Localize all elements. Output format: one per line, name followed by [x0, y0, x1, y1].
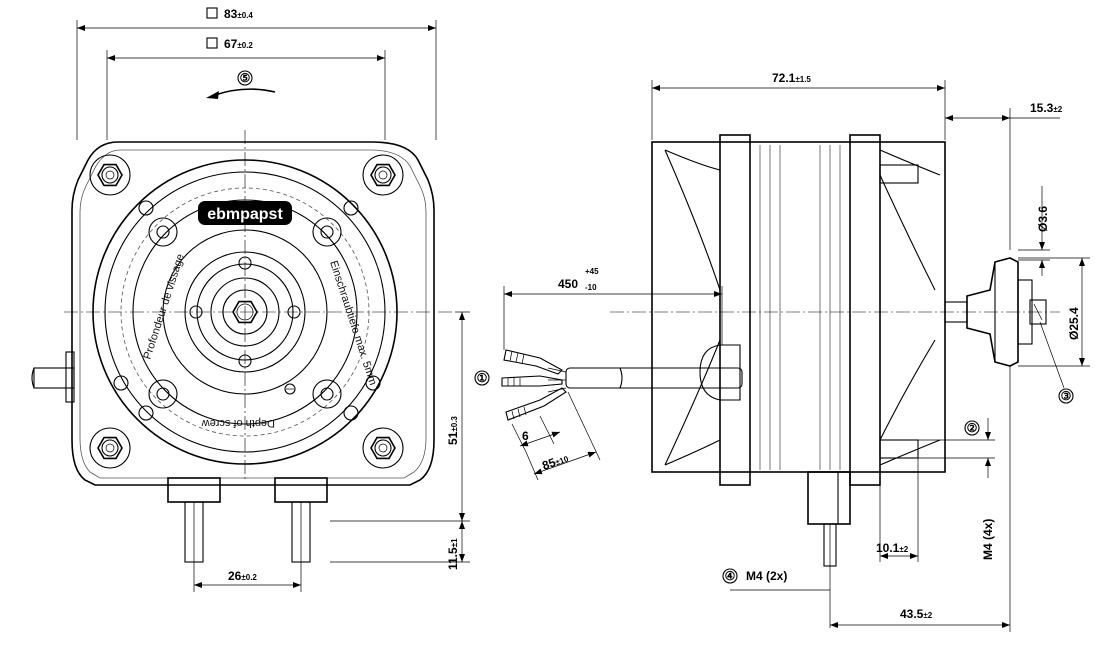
dim-inner-square-tol: ±0.2	[237, 41, 253, 50]
hole-small-1	[138, 200, 154, 216]
wire-ends	[501, 349, 567, 421]
mounting-plate	[71, 141, 435, 486]
corner-nut-bl	[89, 427, 131, 469]
dim-pin-length-tol: ±1	[450, 538, 459, 547]
dim-cable-length-tol-upper: +45	[585, 267, 599, 276]
corner-nut-tr	[362, 154, 404, 196]
dim-height-center: 51±0.3	[330, 311, 470, 522]
arc-text-en: Depth of screw	[202, 417, 275, 429]
callout-3-label: ③	[1061, 389, 1072, 403]
dim-shaft-diameter: Ø3.6	[1018, 186, 1050, 276]
arc-texts: Profondeur de vissage Einschraubtiefe ma…	[141, 253, 378, 429]
thread-bottom: ④ M4 (2x)	[722, 566, 831, 628]
boss-tl	[148, 217, 178, 247]
dim-flange-diameter: Ø25.4	[1018, 257, 1090, 367]
dim-height-tol: ±0.3	[450, 416, 459, 432]
dim-body-length-value: 72.1	[772, 71, 796, 85]
arc-text-fr: Profondeur de vissage	[141, 253, 186, 361]
dim-mount-offset: 43.5±2	[830, 366, 1011, 632]
dim-outer-square-tol: ±0.4	[237, 11, 253, 20]
brand-logo-text: ebmpapst	[207, 206, 283, 223]
connector-pins	[167, 477, 328, 563]
dim-shaft-length-value: 15.3	[1030, 101, 1054, 115]
dim-shaft-diameter-value: Ø3.6	[1036, 206, 1050, 232]
hole-small-5	[138, 405, 154, 421]
dim-body-length: 72.1±1.5	[651, 71, 946, 140]
ground-symbol-icon	[284, 383, 296, 395]
dim-inner-square-value: 67	[224, 37, 238, 51]
callout-4-label: ④	[725, 569, 736, 583]
brand-logo-plate: ebmpapst	[198, 201, 292, 225]
hole-small-6	[343, 405, 359, 421]
dim-wire-length-tol: ±10	[554, 454, 570, 467]
hole-small-4	[365, 375, 381, 391]
cable-grommet	[699, 344, 741, 401]
svg-text:67±0.2: 67±0.2	[224, 37, 253, 51]
dim-wire-strip: 6	[511, 415, 561, 453]
rotation-callout-label: ⑤	[240, 71, 251, 85]
callout-2: ②	[918, 418, 995, 478]
dim-body-length-tol: ±1.5	[795, 75, 811, 84]
dim-pin-length-value: 11.5	[446, 547, 460, 570]
dim-outer-square: 83±0.4	[76, 7, 437, 140]
svg-text:85±10: 85±10	[540, 450, 570, 472]
svg-text:26±0.2: 26±0.2	[228, 569, 257, 583]
dim-pin-spacing-tol: ±0.2	[241, 573, 257, 582]
svg-text:72.1±1.5: 72.1±1.5	[772, 71, 811, 85]
dim-wire-strip-value: 6	[522, 429, 529, 443]
dim-cable-length-tol-lower: -10	[585, 283, 597, 292]
corner-nut-br	[362, 427, 404, 469]
svg-text:43.5±2: 43.5±2	[900, 607, 933, 621]
mounting-foot	[807, 471, 851, 567]
arc-text-de: Einschraubtiefe max. 5mm	[327, 259, 379, 387]
dim-cable-length-value: 450	[558, 277, 578, 291]
callout-1: ①	[474, 370, 490, 386]
dim-wire-length: 85±10	[525, 391, 601, 481]
dim-pin-spacing-value: 26	[228, 569, 242, 583]
corner-nuts	[89, 154, 404, 469]
dim-outer-square-value: 83	[224, 7, 238, 21]
dim-shaft-length-tol: ±2	[1053, 105, 1062, 114]
motor-body	[651, 134, 946, 486]
thread-side-label: M4 (4x)	[981, 519, 995, 560]
front-view: 83±0.4 67±0.2 ⑤	[31, 7, 470, 592]
svg-text:11.5±1: 11.5±1	[446, 538, 460, 570]
dim-foot-height-tol: ±2	[899, 545, 908, 554]
dim-pin-spacing: 26±0.2	[193, 562, 302, 592]
svg-text:51±0.3: 51±0.3	[446, 416, 460, 445]
screw-bosses	[113, 200, 381, 421]
callout-1-label: ①	[477, 371, 488, 385]
thread-bottom-label: M4 (2x)	[746, 569, 787, 583]
svg-text:83±0.4: 83±0.4	[224, 7, 253, 21]
hole-small-3	[113, 375, 129, 391]
dim-mount-offset-value: 43.5	[900, 607, 924, 621]
callout-3: ③	[1039, 321, 1074, 404]
boss-bl	[148, 379, 178, 409]
front-cable-stub	[31, 351, 75, 403]
dim-mount-offset-tol: ±2	[923, 611, 932, 620]
dim-foot-height-value: 10.1	[876, 541, 900, 555]
dim-cable-length: 450 +45 -10	[503, 267, 723, 350]
boss-br	[312, 379, 342, 409]
svg-text:15.3±2: 15.3±2	[1030, 101, 1063, 115]
boss-tr	[312, 217, 342, 247]
dim-foot-height: 10.1±2	[876, 458, 919, 562]
dim-flange-diameter-value: Ø25.4	[1067, 307, 1081, 340]
dim-wire-length-value: 85	[540, 455, 558, 473]
dim-pin-length: 11.5±1	[330, 521, 470, 570]
side-view: 72.1±1.5 15.3±2	[474, 71, 1090, 632]
dim-shaft-length: 15.3±2	[945, 101, 1063, 250]
dim-height-value: 51	[446, 431, 460, 445]
hole-small-2	[343, 200, 359, 216]
rotation-callout: ⑤	[206, 70, 276, 99]
svg-text:10.1±2: 10.1±2	[876, 541, 909, 555]
cable	[547, 367, 743, 393]
corner-nut-tl	[89, 154, 131, 196]
callout-2-label: ②	[967, 421, 978, 435]
dim-inner-square: 67±0.2	[106, 37, 386, 140]
